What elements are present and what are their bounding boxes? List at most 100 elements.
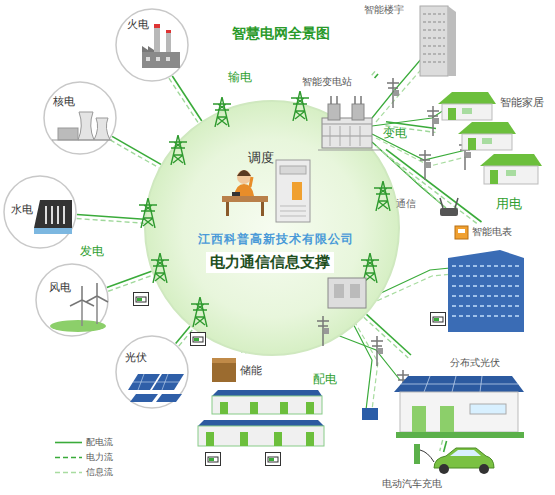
battery-icon [206,453,221,466]
thermal-plant-icon [166,30,171,52]
solar-panel-icon [130,394,158,402]
power-line-path [444,441,447,452]
transmission-tower [213,97,231,127]
node-label: 调度 [248,150,274,166]
distribution-wire [372,134,466,160]
office-building-icon [448,250,524,332]
circle-shape [44,82,116,154]
legend-sample [55,451,85,464]
info-line-path [372,71,375,75]
smart-meter-icon [455,226,468,239]
dispatcher-illustration [222,196,268,202]
circle-outline [35,263,109,337]
substation-icon [328,104,340,120]
dispatcher-illustration [234,184,254,196]
info-line-path [108,275,153,291]
rooftop-pv-rows [240,432,248,446]
building-node: 智能楼宇 [362,0,454,78]
power-line-path [366,314,410,355]
ev-car-icon [414,444,420,464]
thermal-plant-icon [156,57,160,61]
battery-icon [134,293,149,306]
dispatcher-illustration [232,192,240,196]
rooftop-pv-rows [198,426,324,446]
thermal-plant-icon [166,57,170,61]
smart-home-icon [438,92,542,184]
smart-building-icon [420,6,448,76]
rooftop-pv-rows [198,390,324,446]
power-line [169,76,202,123]
legend-line [55,442,82,444]
pole-transformer-icon [328,278,378,420]
wind-turbine-icon [82,296,97,326]
power-line [176,326,193,346]
meter-node: 智能电表 [452,222,540,244]
node-label: 电动汽车充电 [382,478,442,491]
nuclear-plant-icon [78,112,94,140]
transmission-tower [169,135,187,165]
smart-home-icon [484,166,538,184]
storage-icon [212,358,236,382]
power-line-path [77,215,144,220]
power-line [372,71,378,78]
info-line-path [385,126,435,133]
solar-panel-icon [128,374,184,402]
thermal-plant-icon [166,30,171,33]
transmission-tower [291,91,309,121]
info-line-path [110,140,159,168]
router-icon [440,208,458,216]
circle-shape [145,101,399,355]
smart-home-icon [458,122,516,134]
legend-line [55,472,82,474]
legend-label: 配电流 [86,436,113,449]
thermal-plant-icon [154,24,160,52]
smart-home-icon [442,104,492,120]
dispatcher-illustration [276,160,310,222]
power-line [77,215,145,224]
power-line [110,136,161,167]
power-line-path [172,76,202,121]
node-label: 光伏 [125,351,147,365]
generation-circle: 火电 [115,8,189,82]
battery-icon [134,293,446,466]
circle-shape [116,336,188,408]
power-line-path [107,271,152,287]
office-building-icon [452,266,520,316]
smart-building-icon [423,14,445,62]
nuclear-plant-icon [52,112,112,140]
substation-icon [318,124,380,150]
info-line-path [364,317,408,358]
substation-icon [331,96,361,104]
node-label: 火电 [127,18,149,32]
node-label: 智能楼宇 [364,4,404,17]
thermal-plant-icon [146,57,150,61]
battery-icon [431,313,446,326]
storage-icon [212,358,236,382]
smart-home-icon [506,170,516,176]
flow-label: 输电 [228,70,252,84]
dispatcher-illustration [226,202,229,216]
power-line [385,122,436,133]
home-node: 智能家居 [436,80,550,192]
thermal-plant-icon [142,24,180,68]
rooftop-pv-rows [250,402,258,414]
smart-home-icon [480,154,542,166]
transmission-tower [374,181,392,211]
node-label: 分布式光伏 [450,357,500,370]
nuclear-plant-icon [94,118,110,140]
hydro-dam-icon [46,206,64,224]
smart-home-icon [490,170,498,184]
pole-transformer-icon [350,284,360,298]
thermal-plant-icon [142,52,180,68]
dispatcher-illustration [261,202,264,216]
distribution-wire [372,110,444,126]
ev-car-icon [414,444,494,474]
ev-car-icon [479,464,489,474]
pv-station-icon [394,376,524,392]
power-line-path [112,136,161,164]
ev-car-icon [439,464,449,474]
transmission-tower [361,253,379,283]
substation-icon [352,104,364,120]
wind-turbine-icon [70,283,108,306]
power-line-path [375,74,378,78]
